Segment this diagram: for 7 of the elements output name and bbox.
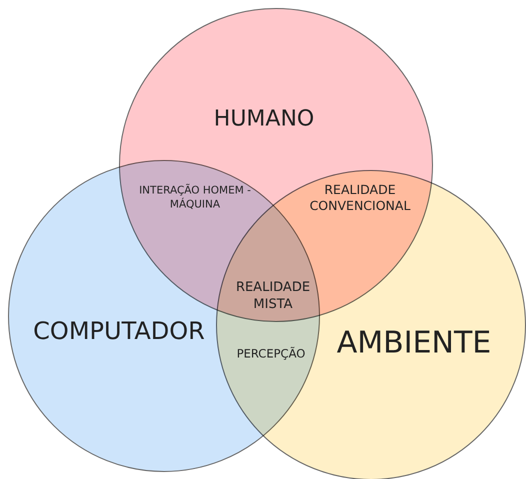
set-label: COMPUTADOR bbox=[33, 316, 205, 346]
overlap-label: REALIDADE MISTA bbox=[234, 280, 312, 314]
set-label: HUMANO bbox=[214, 105, 314, 133]
set-label: AMBIENTE bbox=[336, 324, 492, 362]
overlap-label: PERCEPÇÃO bbox=[236, 346, 306, 362]
overlap-label: INTERAÇÃO HOMEM - MÁQUINA bbox=[139, 184, 251, 212]
overlap-label: REALIDADE CONVENCIONAL bbox=[308, 182, 412, 214]
